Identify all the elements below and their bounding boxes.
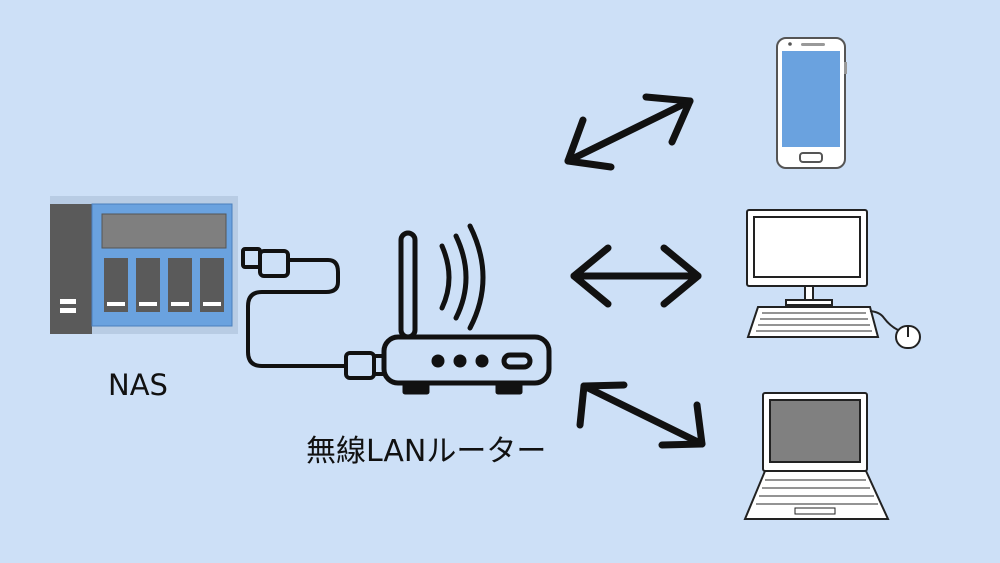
bidirectional-arrow-icon xyxy=(576,381,706,449)
nas-label: NAS xyxy=(108,368,168,402)
laptop-icon xyxy=(743,392,890,520)
nas-icon xyxy=(50,196,238,334)
lan-cable xyxy=(241,247,390,380)
bidirectional-arrow-icon xyxy=(570,244,702,308)
router-icon xyxy=(381,223,552,395)
desktop-pc-icon xyxy=(746,209,921,349)
bidirectional-arrow-icon xyxy=(564,93,694,171)
router-label: 無線LANルーター xyxy=(306,434,547,469)
smartphone-icon xyxy=(776,37,847,169)
